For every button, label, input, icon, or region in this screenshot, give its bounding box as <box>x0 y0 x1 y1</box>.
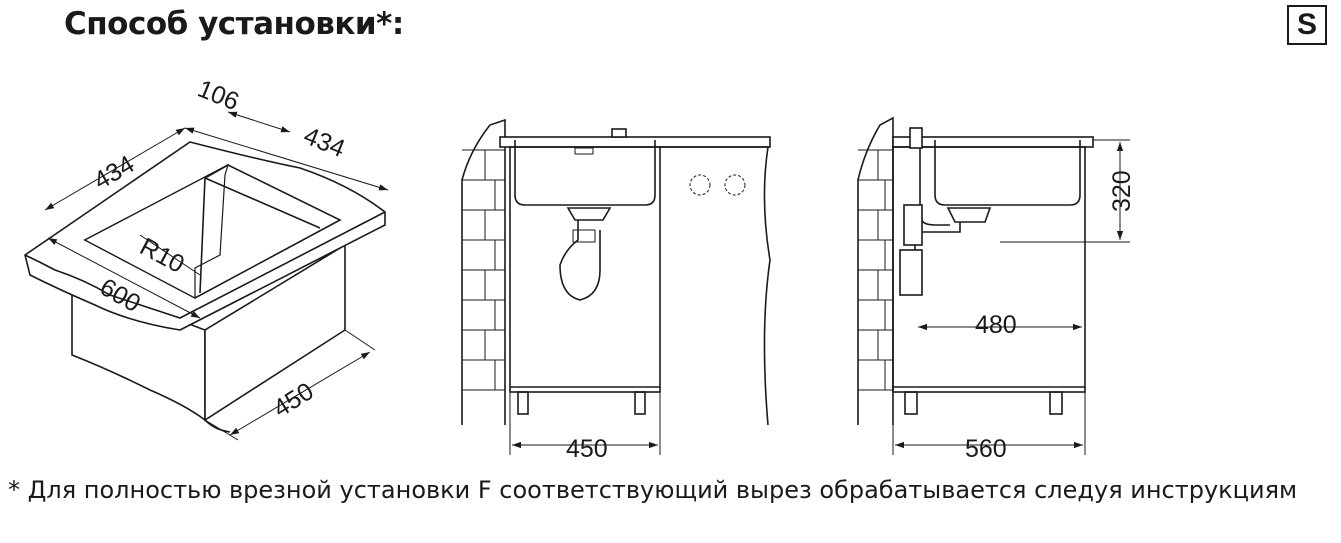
dim-560: 560 <box>965 435 1007 463</box>
dim-106: 106 <box>194 75 243 117</box>
isometric-view: 434 434 106 R10 600 450 <box>24 75 389 441</box>
footnote: * Для полностью врезной установки F соот… <box>8 476 1298 504</box>
installation-drawings: 434 434 106 R10 600 450 <box>24 75 1136 463</box>
page-title: Способ установки*: <box>64 6 404 42</box>
front-view: 450 <box>461 118 771 463</box>
dim-480: 480 <box>975 311 1017 339</box>
mounting-type-badge: S <box>1287 5 1327 45</box>
dim-320: 320 <box>1108 170 1136 212</box>
side-view: 320 480 560 <box>857 116 1136 463</box>
brick-wall-front <box>462 149 505 391</box>
dim-450-iso: 450 <box>268 377 318 423</box>
brick-wall-side <box>858 149 893 391</box>
dim-434-right: 434 <box>300 122 349 164</box>
dim-450-front: 450 <box>566 435 608 463</box>
